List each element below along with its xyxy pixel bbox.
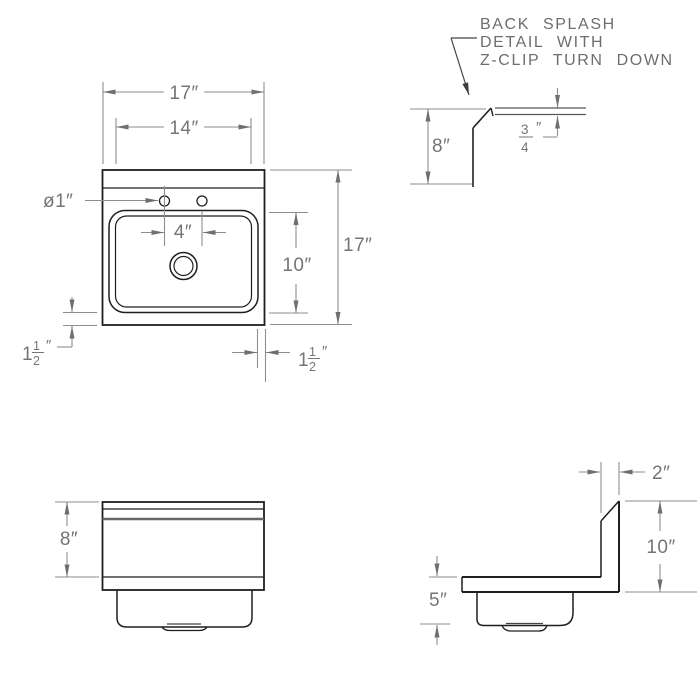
side-dim-backsplash-height: 10″: [625, 500, 697, 593]
dim-label: 14″: [169, 118, 198, 139]
dim-label-denominator: 4: [521, 140, 529, 155]
side-dim-bowl-depth: 5″: [420, 556, 457, 645]
plan-dim-bowl-depth: 10″: [269, 211, 311, 314]
dim-label: 17″: [169, 83, 198, 104]
dim-label: 8″: [60, 529, 78, 550]
dim-label-denominator: 2: [309, 360, 316, 374]
plan-dim-margin-left: 1 1 2 ″: [22, 297, 97, 368]
dim-label: 17″: [343, 235, 372, 256]
dim-label: 5″: [429, 590, 447, 611]
side-bowl-outline: [476, 592, 574, 627]
front-drain: [161, 626, 208, 632]
detail-note-line-1: BACK SPLASH: [480, 16, 616, 33]
front-body-outline: [101, 501, 265, 591]
detail-dim-height: 8″: [425, 109, 450, 184]
dim-label: 8″: [432, 136, 450, 157]
dim-label-unit: ″: [536, 119, 542, 136]
plan-dim-overall-width: 17″: [102, 82, 265, 164]
splash-turndown-slope: [472, 107, 492, 129]
plan-dim-faucet-spacing: 4″: [141, 186, 226, 246]
side-drain: [501, 625, 548, 632]
dim-label: ø1″: [43, 191, 73, 212]
plan-drain-outer: [169, 251, 198, 281]
plan-dim-margin-right: 1 1 2 ″: [232, 329, 328, 382]
detail-dim-turndown: 3 4 ″: [519, 88, 560, 155]
plan-dim-bowl-width: 14″: [115, 118, 252, 164]
dim-label-whole: 1: [22, 344, 33, 365]
backsplash-detail: BACK SPLASH DETAIL WITH Z-CLIP TURN DOWN…: [410, 16, 674, 187]
detail-note-line-2: DETAIL WITH: [480, 34, 604, 51]
side-view: 2″ 10″ 5″: [420, 462, 697, 645]
dim-label: 4″: [174, 222, 192, 243]
dim-label: 10″: [646, 537, 675, 558]
plan-dim-overall-depth: 17″: [270, 169, 372, 326]
plan-faucet-hole-right: [196, 195, 208, 207]
dim-label-denominator: 2: [33, 354, 40, 368]
dim-label: 2″: [652, 463, 670, 484]
leader-arrow: [450, 37, 470, 96]
plan-drain-inner: [173, 255, 194, 277]
plan-view: 17″ 14″ ø1″ 4″ 10″: [22, 82, 372, 382]
plan-sink-outline: [101, 169, 266, 326]
dim-label-unit: ″: [46, 337, 52, 354]
side-dim-top-width: 2″: [579, 462, 670, 513]
dim-label-whole: 1: [298, 350, 309, 371]
plan-dim-hole-diameter: ø1″: [43, 191, 158, 212]
plan-basin-inner: [114, 215, 253, 308]
front-bowl-outline: [116, 590, 253, 628]
dim-label-numerator: 1: [33, 339, 40, 353]
dim-label-numerator: 3: [521, 122, 529, 137]
dim-label: 10″: [282, 255, 311, 276]
detail-note-line-3: Z-CLIP TURN DOWN: [480, 52, 674, 69]
dim-label-unit: ″: [322, 343, 328, 360]
dim-label-numerator: 1: [309, 345, 316, 359]
plan-basin-outer: [108, 209, 259, 314]
front-view: 8″: [55, 501, 265, 632]
front-dim-backsplash-height: 8″: [55, 501, 99, 578]
side-splash-slope: [600, 500, 620, 522]
zclip-tick: [490, 107, 494, 117]
